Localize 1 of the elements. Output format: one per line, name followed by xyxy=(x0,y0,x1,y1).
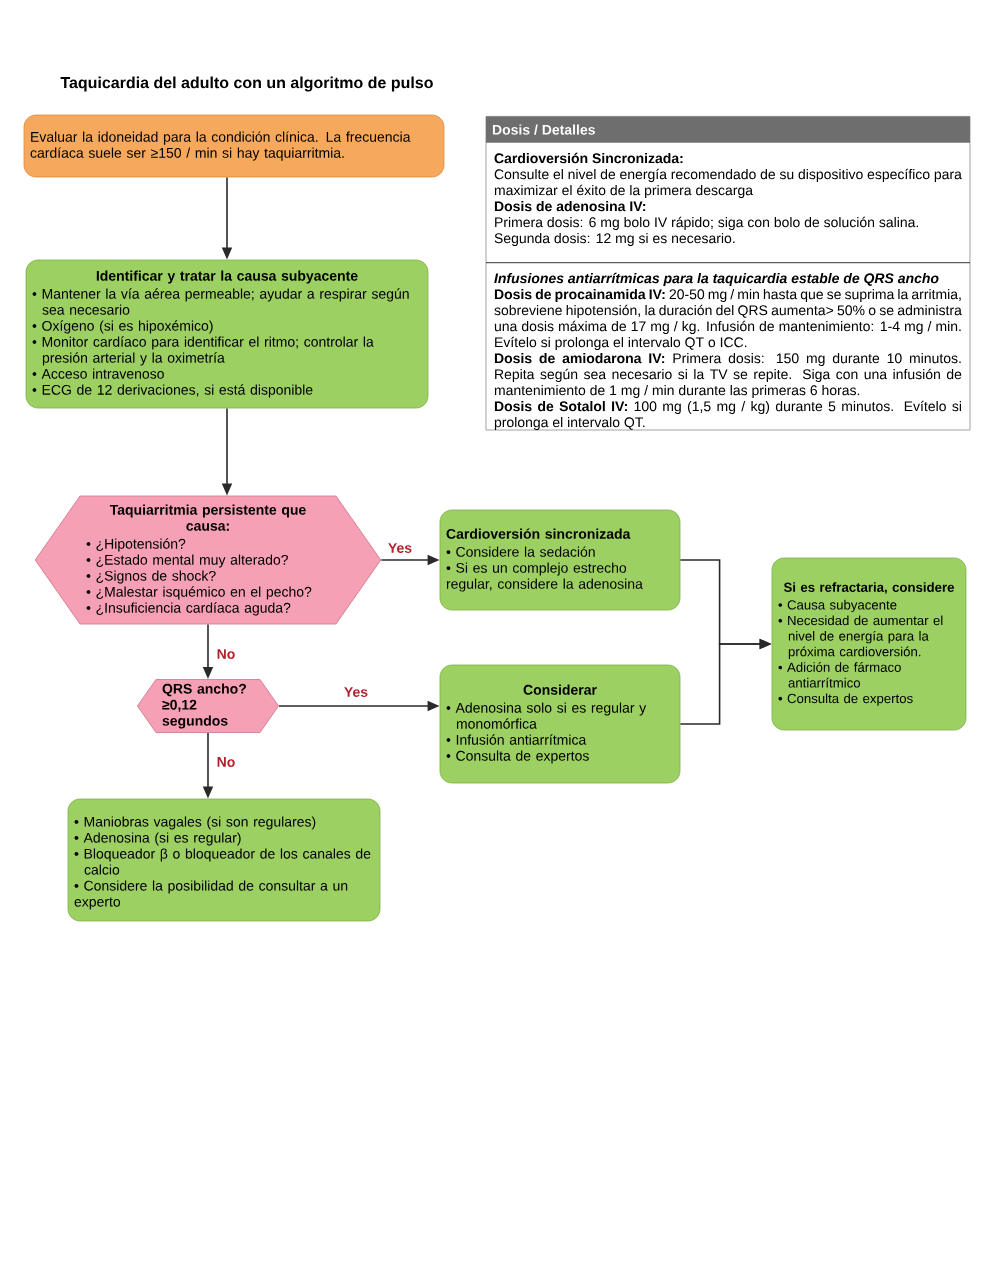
title: Taquicardia del adulto con un algoritmo de pulso xyxy=(60,76,433,92)
